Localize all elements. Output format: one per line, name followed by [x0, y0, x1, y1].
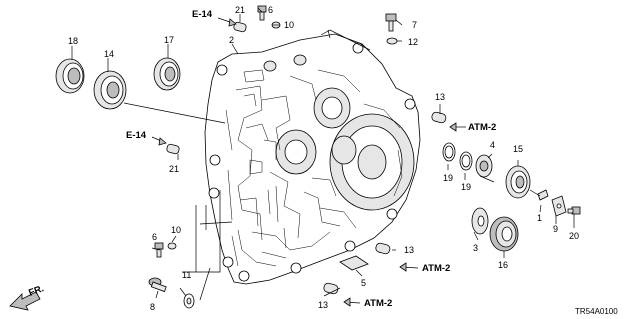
- label-part-15: 15: [513, 144, 523, 154]
- label-part-6-left: 6: [152, 232, 157, 242]
- label-part-1: 1: [537, 213, 542, 223]
- label-part-18: 18: [68, 36, 78, 46]
- front-direction-arrow-icon: [9, 291, 41, 311]
- gear-16: [489, 216, 519, 252]
- bearing-17: [153, 57, 181, 91]
- label-part-19-a: 19: [443, 173, 453, 183]
- label-part-7: 7: [412, 20, 417, 30]
- label-part-21-top: 21: [235, 5, 245, 15]
- transmission-housing: [204, 33, 421, 285]
- washer-11: [183, 293, 195, 309]
- label-part-10-top: 10: [284, 20, 294, 30]
- ref-arrow-atm2-c: [343, 297, 361, 307]
- ref-atm2-b: ATM-2: [422, 263, 450, 274]
- ball-bearing-14: [93, 70, 127, 110]
- ref-arrow-e14-top: [217, 17, 237, 27]
- bolt-7: [385, 13, 397, 32]
- label-part-20: 20: [569, 231, 579, 241]
- ref-arrow-atm2-a: [449, 122, 466, 132]
- dowel-13-middle: [375, 242, 391, 255]
- label-part-8: 8: [150, 302, 155, 312]
- o-ring-19-a: [442, 142, 456, 162]
- thrust-washer-3: [471, 207, 489, 235]
- label-part-6-top: 6: [268, 5, 273, 15]
- label-part-11: 11: [182, 270, 191, 280]
- filter-4: [475, 154, 495, 183]
- bolt-6-left: [154, 242, 164, 258]
- label-part-21-left: 21: [169, 164, 179, 174]
- bearing-15: [505, 165, 531, 199]
- label-part-10-left: 10: [171, 225, 181, 235]
- label-part-4: 4: [490, 140, 495, 150]
- dowel-pin-21-left: [166, 143, 180, 155]
- label-part-13-middle: 13: [404, 245, 414, 255]
- diagram-code: TR54A0100: [575, 307, 618, 316]
- oil-seal-18: [55, 58, 85, 94]
- label-part-13-upper: 13: [435, 92, 445, 102]
- drain-bolt-8: [148, 277, 167, 293]
- washer-12: [386, 37, 398, 45]
- label-part-12: 12: [408, 37, 418, 47]
- washer-10-left: [167, 242, 177, 250]
- bolt-6-top: [257, 5, 267, 21]
- label-part-16: 16: [498, 260, 508, 270]
- label-part-5: 5: [361, 278, 366, 288]
- ref-e14-top: E-14: [192, 9, 213, 20]
- label-part-3: 3: [473, 243, 478, 253]
- ref-atm2-a: ATM-2: [468, 122, 496, 133]
- dowel-pin-21-top: [233, 21, 247, 33]
- pin-1: [537, 189, 549, 201]
- label-part-17: 17: [164, 35, 174, 45]
- dowel-13-upper: [431, 111, 447, 124]
- cover-plate-5: [339, 255, 369, 271]
- ref-arrow-e14-left: [151, 136, 167, 146]
- label-part-2: 2: [229, 35, 234, 45]
- bracket-9: [551, 195, 567, 217]
- leader-lines: [71, 7, 575, 301]
- label-part-19-b: 19: [461, 182, 471, 192]
- label-part-14: 14: [104, 49, 114, 59]
- o-ring-19-b: [459, 151, 473, 171]
- front-direction-label: FR.: [27, 283, 45, 299]
- bolt-20: [567, 206, 581, 215]
- label-part-9: 9: [553, 224, 558, 234]
- ref-atm2-c: ATM-2: [364, 298, 392, 309]
- ref-arrow-atm2-b: [399, 262, 419, 272]
- label-part-13-lower: 13: [318, 300, 328, 310]
- ref-e14-left: E-14: [126, 130, 147, 141]
